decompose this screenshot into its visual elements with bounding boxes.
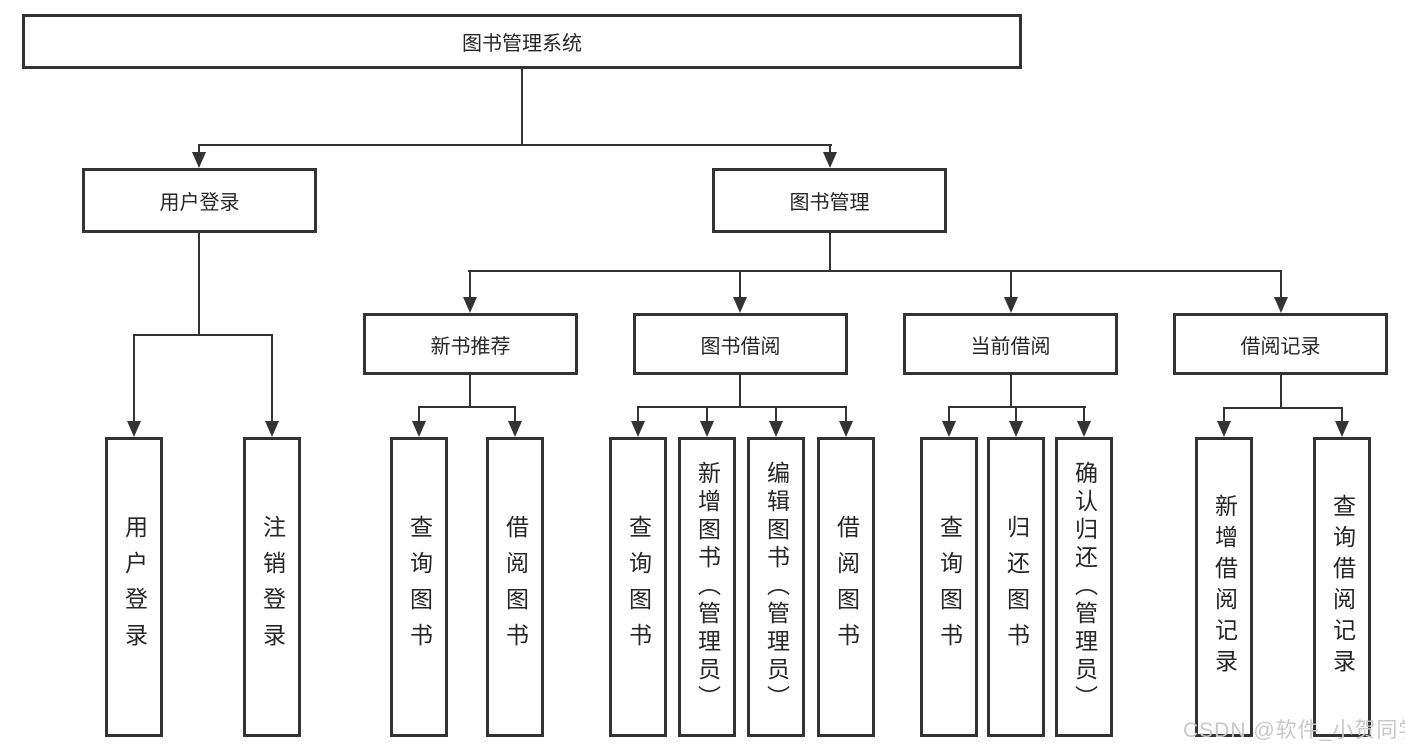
leaf-cb-return-books: 归还图书 (987, 437, 1045, 737)
leaf-br-add-record: 新增借阅记录 (1195, 437, 1253, 737)
node-book-borrow: 图书借阅 (633, 313, 848, 375)
connector-line (418, 406, 420, 422)
arrowhead-down-icon (1335, 421, 1349, 437)
connector-line (198, 144, 832, 146)
connector-line (198, 144, 200, 153)
csdn-watermark: CSDN @软件_小贺同学 (1183, 719, 1405, 742)
connector-line (1015, 406, 1017, 422)
connector-line (845, 406, 847, 422)
arrowhead-down-icon (192, 152, 206, 168)
leaf-label: 新增图书（管理员） (694, 461, 721, 713)
connector-line (521, 69, 523, 145)
arrowhead-down-icon (1077, 421, 1091, 437)
connector-line (706, 406, 708, 422)
arrowhead-down-icon (412, 421, 426, 437)
leaf-label: 新增借阅记录 (1211, 494, 1238, 680)
connector-line (739, 270, 741, 298)
connector-line (739, 375, 741, 408)
connector-line (469, 375, 471, 408)
arrowhead-down-icon (508, 421, 522, 437)
connector-line (1010, 375, 1012, 408)
leaf-bb-borrow-books: 借阅图书 (817, 437, 875, 737)
node-current-borrow: 当前借阅 (903, 313, 1118, 375)
connector-line (829, 233, 831, 272)
leaf-label: 查询图书 (936, 515, 963, 659)
connector-line (948, 406, 950, 422)
leaf-nb-query-books: 查询图书 (390, 437, 448, 737)
connector-line (1341, 407, 1343, 422)
arrowhead-down-icon (769, 421, 783, 437)
leaf-label: 借阅图书 (502, 515, 529, 659)
leaf-bb-add-books-admin: 新增图书（管理员） (678, 437, 736, 737)
leaf-label: 归还图书 (1003, 515, 1030, 659)
connector-line (637, 406, 639, 422)
leaf-label: 编辑图书（管理员） (763, 461, 790, 713)
arrowhead-down-icon (265, 421, 279, 437)
leaf-label: 查询图书 (406, 515, 433, 659)
connector-line (514, 406, 516, 422)
connector-line (775, 406, 777, 422)
connector-line (198, 233, 200, 336)
leaf-br-query-record: 查询借阅记录 (1313, 437, 1371, 737)
leaf-cb-query-books: 查询图书 (920, 437, 978, 737)
arrowhead-down-icon (631, 421, 645, 437)
connector-line (1280, 375, 1282, 409)
connector-line (1280, 270, 1282, 298)
leaf-label: 查询借阅记录 (1329, 494, 1356, 680)
leaf-bb-query-books: 查询图书 (609, 437, 667, 737)
node-borrow-records-label: 借阅记录 (1240, 335, 1321, 358)
connector-line (1223, 407, 1225, 422)
leaf-label: 用户登录 (121, 515, 148, 659)
node-new-book-recommend: 新书推荐 (363, 313, 578, 375)
arrowhead-down-icon (1009, 421, 1023, 437)
connector-line (133, 334, 135, 422)
leaf-cb-confirm-return-admin: 确认归还（管理员） (1055, 437, 1113, 737)
node-root: 图书管理系统 (22, 14, 1022, 69)
leaf-nb-borrow-books: 借阅图书 (486, 437, 544, 737)
arrowhead-down-icon (839, 421, 853, 437)
leaf-label: 确认归还（管理员） (1071, 461, 1098, 713)
arrowhead-down-icon (463, 297, 477, 313)
connector-line (469, 270, 471, 298)
node-user-login-label: 用户登录 (159, 192, 240, 214)
node-root-label: 图书管理系统 (462, 33, 582, 55)
connector-line (418, 406, 516, 408)
leaf-label: 注销登录 (259, 515, 286, 659)
connector-line (1010, 270, 1012, 298)
connector-line (948, 406, 1086, 408)
leaf-user-login: 用户登录 (105, 437, 163, 737)
node-book-management: 图书管理 (712, 168, 947, 233)
arrowhead-down-icon (733, 297, 747, 313)
node-borrow-records: 借阅记录 (1173, 313, 1388, 375)
arrowhead-down-icon (1004, 297, 1018, 313)
connector-line (637, 406, 847, 408)
connector-line (133, 334, 273, 336)
node-book-management-label: 图书管理 (789, 192, 870, 214)
connector-line (468, 270, 1282, 272)
node-user-login: 用户登录 (82, 168, 317, 233)
arrowhead-down-icon (942, 421, 956, 437)
leaf-label: 借阅图书 (833, 515, 860, 659)
arrowhead-down-icon (1217, 421, 1231, 437)
leaf-logout: 注销登录 (243, 437, 301, 737)
arrowhead-down-icon (823, 152, 837, 168)
node-new-book-recommend-label: 新书推荐 (430, 335, 511, 358)
arrowhead-down-icon (1274, 297, 1288, 313)
connector-line (829, 144, 831, 153)
connector-line (271, 334, 273, 422)
node-book-borrow-label: 图书借阅 (700, 335, 781, 358)
connector-line (1083, 406, 1085, 422)
connector-line (1223, 407, 1343, 409)
leaf-bb-edit-books-admin: 编辑图书（管理员） (747, 437, 805, 737)
arrowhead-down-icon (127, 421, 141, 437)
arrowhead-down-icon (700, 421, 714, 437)
leaf-label: 查询图书 (625, 515, 652, 659)
node-current-borrow-label: 当前借阅 (970, 335, 1051, 358)
